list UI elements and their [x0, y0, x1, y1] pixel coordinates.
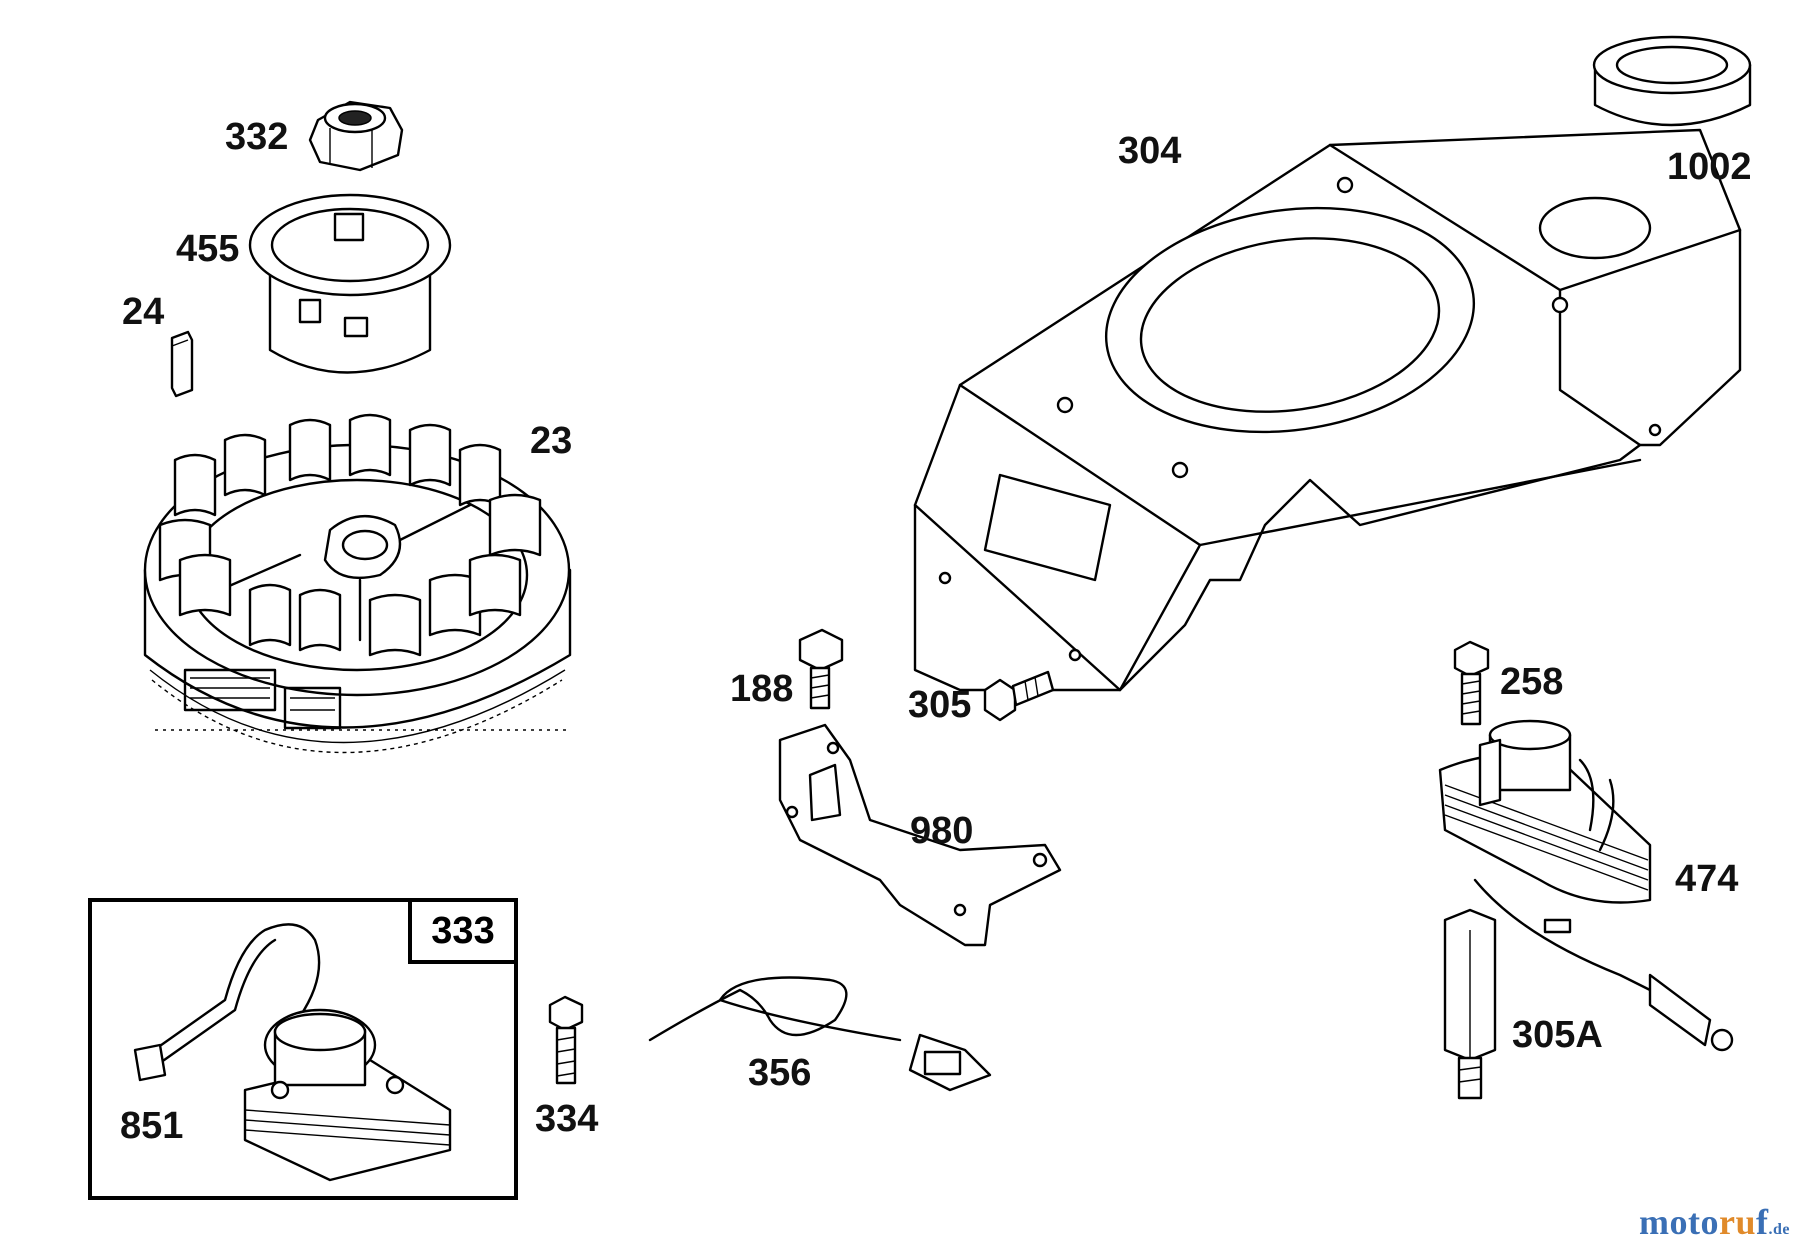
armature-474 — [1438, 719, 1734, 1052]
kit-tag-333: 333 — [408, 898, 518, 964]
label-188: 188 — [730, 668, 794, 710]
label-334: 334 — [535, 1098, 599, 1140]
bolt-258 — [1453, 640, 1490, 726]
screw-334 — [548, 995, 584, 1085]
key-24 — [170, 330, 194, 398]
label-304: 304 — [1118, 130, 1182, 172]
ignition-coil-851 — [133, 923, 452, 1182]
label-23: 23 — [530, 420, 573, 462]
label-258: 258 — [1500, 661, 1564, 703]
hex-nut-332 — [308, 100, 404, 172]
bolt-188 — [798, 628, 844, 710]
watermark-tld: .de — [1768, 1221, 1790, 1238]
label-980: 980 — [910, 810, 974, 852]
blower-housing-304 — [913, 128, 1742, 692]
watermark-part2: ru — [1719, 1202, 1756, 1242]
watermark-logo: motoruf.de — [1639, 1201, 1790, 1243]
watermark-part3: f — [1756, 1202, 1769, 1242]
label-305a: 305A — [1512, 1014, 1603, 1056]
kit-box-333: 333 — [88, 898, 518, 1200]
grommet-1002 — [1592, 35, 1752, 127]
flywheel-23 — [143, 413, 572, 754]
ground-wire-356 — [648, 976, 992, 1092]
label-332: 332 — [225, 116, 289, 158]
label-455: 455 — [176, 228, 240, 270]
label-305: 305 — [908, 684, 972, 726]
label-356: 356 — [748, 1052, 812, 1094]
label-851: 851 — [120, 1105, 184, 1147]
bracket-980 — [778, 723, 1062, 947]
spacer-305a — [1443, 908, 1497, 1100]
cup-455 — [248, 193, 452, 374]
label-1002: 1002 — [1667, 146, 1752, 188]
label-24: 24 — [122, 291, 165, 333]
label-474: 474 — [1675, 858, 1739, 900]
watermark-part1: moto — [1639, 1202, 1719, 1242]
bolt-305 — [983, 670, 1055, 722]
